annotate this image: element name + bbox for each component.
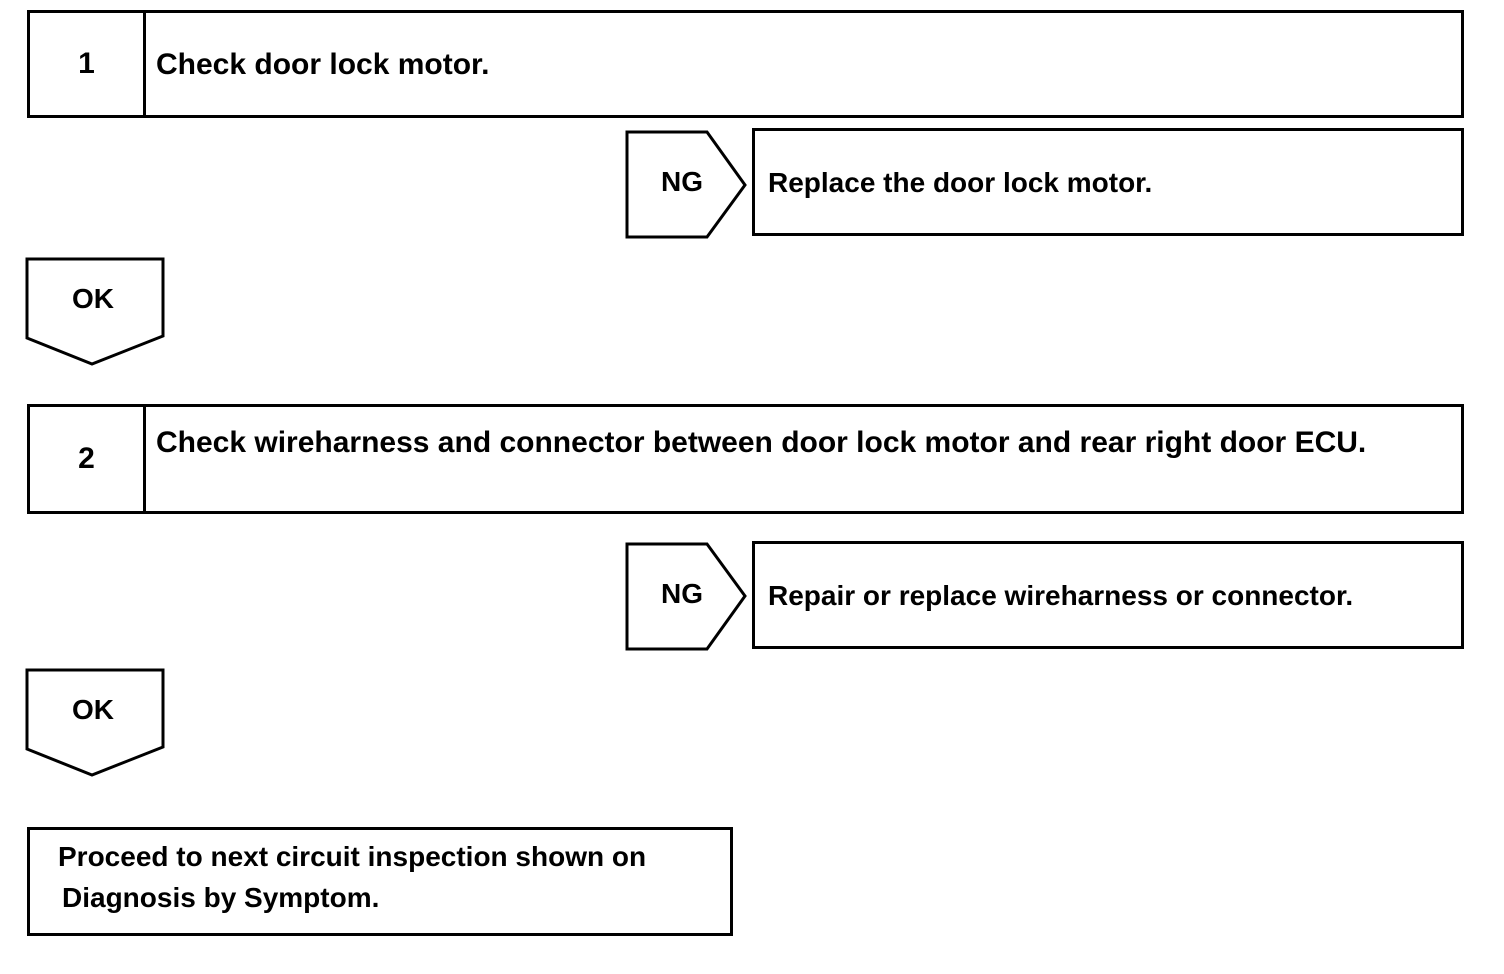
ok-arrow-2-shape (25, 668, 165, 777)
ng-label-2: NG (661, 578, 703, 609)
final-action-text: Proceed to next circuit inspection shown… (58, 836, 720, 918)
step-1-box: 1 Check door lock motor. (27, 10, 1464, 118)
final-action-box: Proceed to next circuit inspection shown… (27, 827, 733, 936)
ng-result-1-box: Replace the door lock motor. (752, 128, 1464, 236)
step-1-text: Check door lock motor. (156, 48, 490, 81)
step-2-box: 2 Check wireharness and connector betwee… (27, 404, 1464, 514)
ok-label-1: OK (72, 283, 114, 314)
ng-arrow-1: NG (625, 130, 749, 240)
final-action-line-1: Proceed to next circuit inspection shown… (58, 841, 647, 872)
ng-result-1-text: Replace the door lock motor. (768, 167, 1153, 198)
ok-label-2: OK (72, 694, 114, 725)
step-2-number: 2 (30, 407, 146, 511)
ng-arrow-2: NG (625, 542, 749, 652)
ok-arrow-1-shape (25, 257, 165, 366)
ng-result-2-box: Repair or replace wireharness or connect… (752, 541, 1464, 649)
ng-result-2-text: Repair or replace wireharness or connect… (768, 580, 1354, 611)
ok-arrow-1: OK (25, 256, 167, 368)
ng-arrow-1-shape (625, 130, 747, 239)
step-2-text: Check wireharness and connector between … (156, 426, 1367, 459)
ng-arrow-2-shape (625, 542, 747, 651)
ok-arrow-2: OK (25, 667, 167, 779)
step-1-number: 1 (30, 13, 146, 115)
final-action-line-2: Diagnosis by Symptom. (62, 882, 380, 913)
ng-label-1: NG (661, 166, 703, 197)
